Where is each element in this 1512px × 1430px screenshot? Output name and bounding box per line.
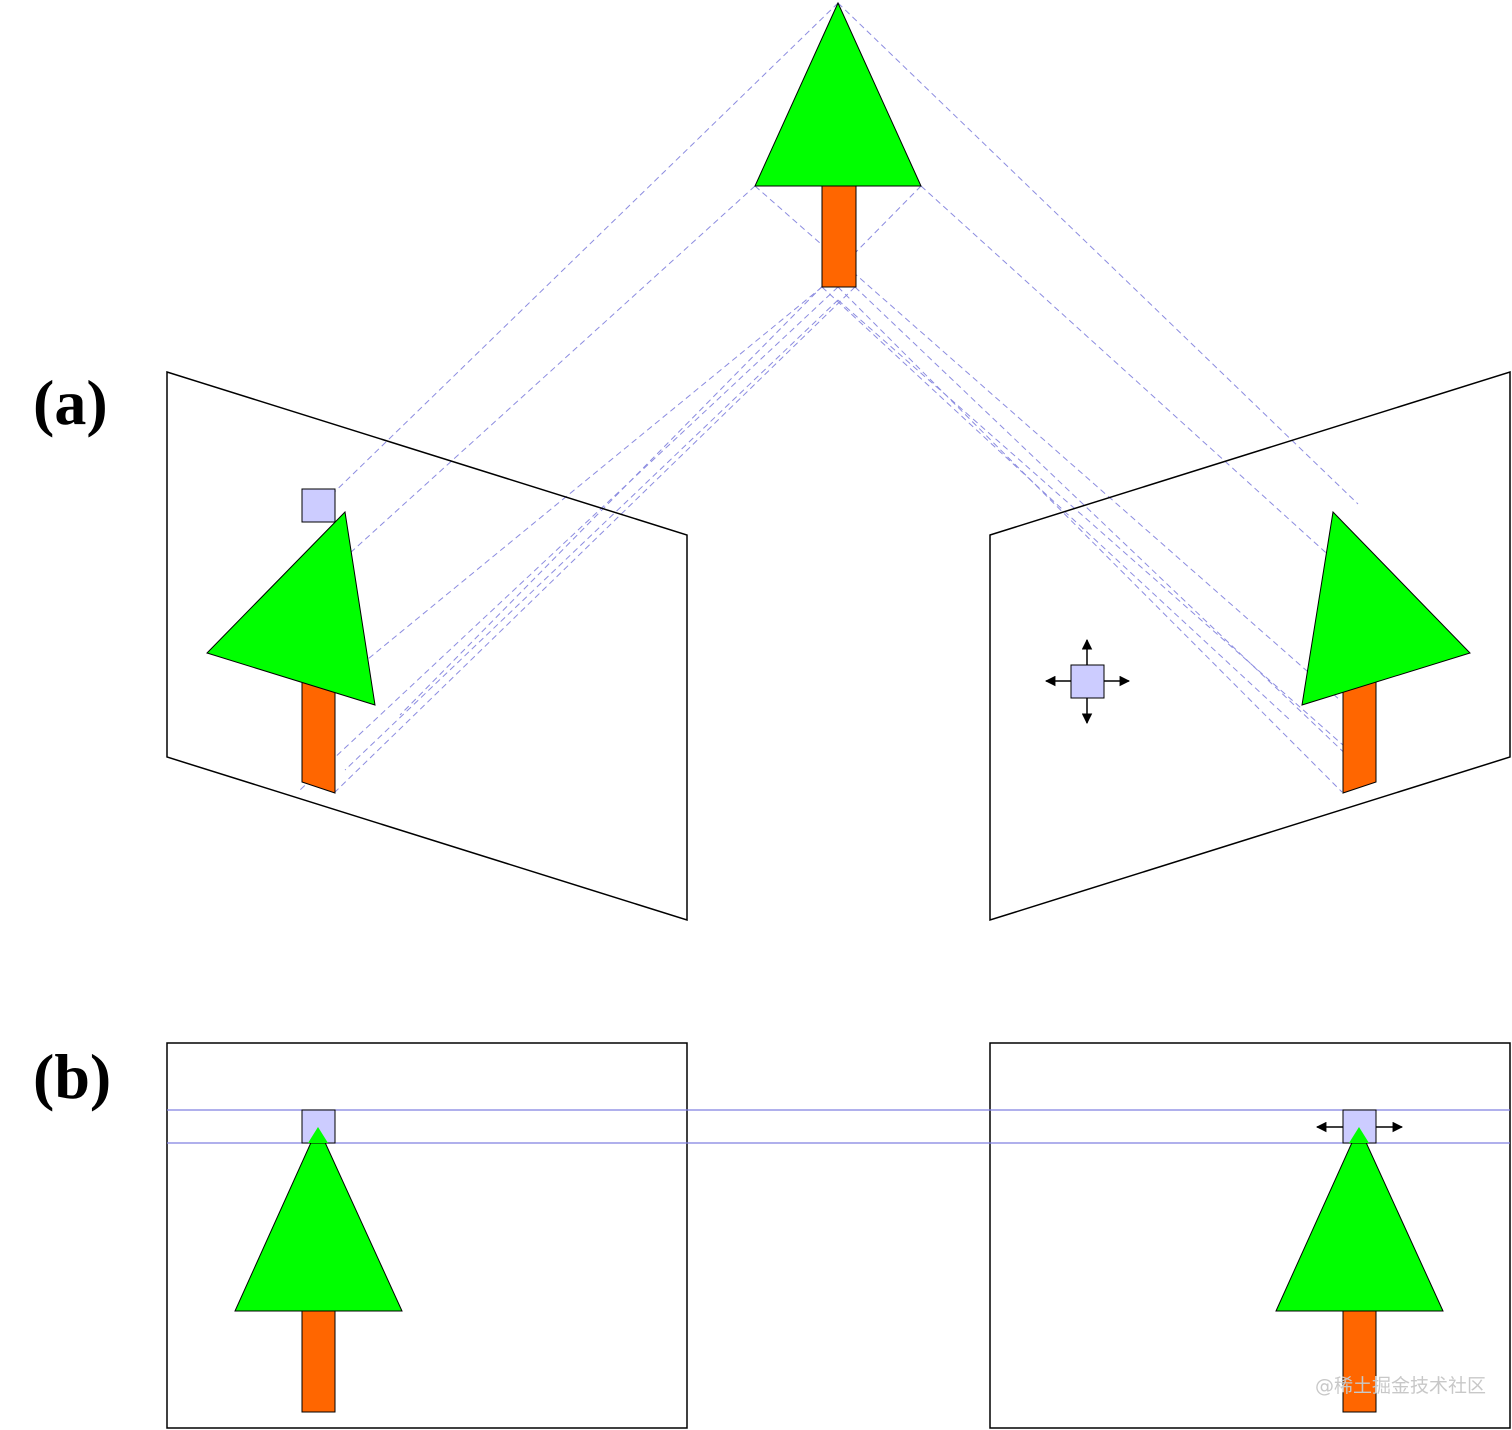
rectified-right-tree [1275, 1125, 1444, 1413]
rectified-left-foliage-tip [308, 1127, 328, 1143]
ray-left-trunk-3 [317, 286, 823, 701]
panel-a: (a) [33, 1, 1511, 922]
rectified-right-trunk [1342, 1310, 1377, 1413]
left-projected-trunk [301, 681, 336, 794]
ray-right-trunk-3 [821, 286, 1291, 721]
ray-left-trunk-1 [299, 286, 839, 791]
left-image-plane [166, 370, 688, 922]
ray-left-apex [317, 2, 839, 509]
world-tree-foliage [754, 1, 922, 187]
world-tree-trunk [821, 185, 857, 288]
two-way-arrow-icon [1315, 1109, 1404, 1144]
watermark-text: @稀土掘金技术社区 [1315, 1375, 1486, 1397]
panel-label-a: (a) [33, 367, 108, 438]
world-tree [754, 1, 922, 288]
panel-label-b: (b) [33, 1041, 111, 1112]
left-projected-tree [206, 510, 376, 794]
ray-left-trunk-2 [333, 286, 856, 794]
ray-right-trunk-4 [837, 299, 1361, 761]
left-projected-foliage [206, 510, 376, 706]
panel-b: (b) [33, 1041, 1511, 1429]
left-marker-square [301, 488, 336, 523]
right-projected-trunk [1342, 681, 1377, 794]
rectified-left-tree [234, 1125, 403, 1413]
rectified-right-image [989, 1042, 1511, 1429]
right-image-plane [989, 370, 1511, 922]
rectified-right-foliage [1275, 1125, 1444, 1312]
right-projected-tree [1301, 510, 1471, 794]
rectified-left-image [166, 1042, 688, 1429]
rectified-right-foliage-tip [1349, 1127, 1369, 1143]
four-way-arrow-icon [1044, 638, 1131, 725]
ray-left-base-left [231, 185, 756, 661]
right-marker-square [1070, 664, 1105, 699]
ray-right-trunk-1 [837, 286, 1343, 793]
right-projected-foliage [1301, 510, 1471, 706]
rectified-left-foliage [234, 1125, 403, 1312]
ray-left-trunk-4 [344, 299, 839, 771]
ray-right-apex [837, 2, 1359, 505]
rectified-left-trunk [301, 1310, 336, 1413]
